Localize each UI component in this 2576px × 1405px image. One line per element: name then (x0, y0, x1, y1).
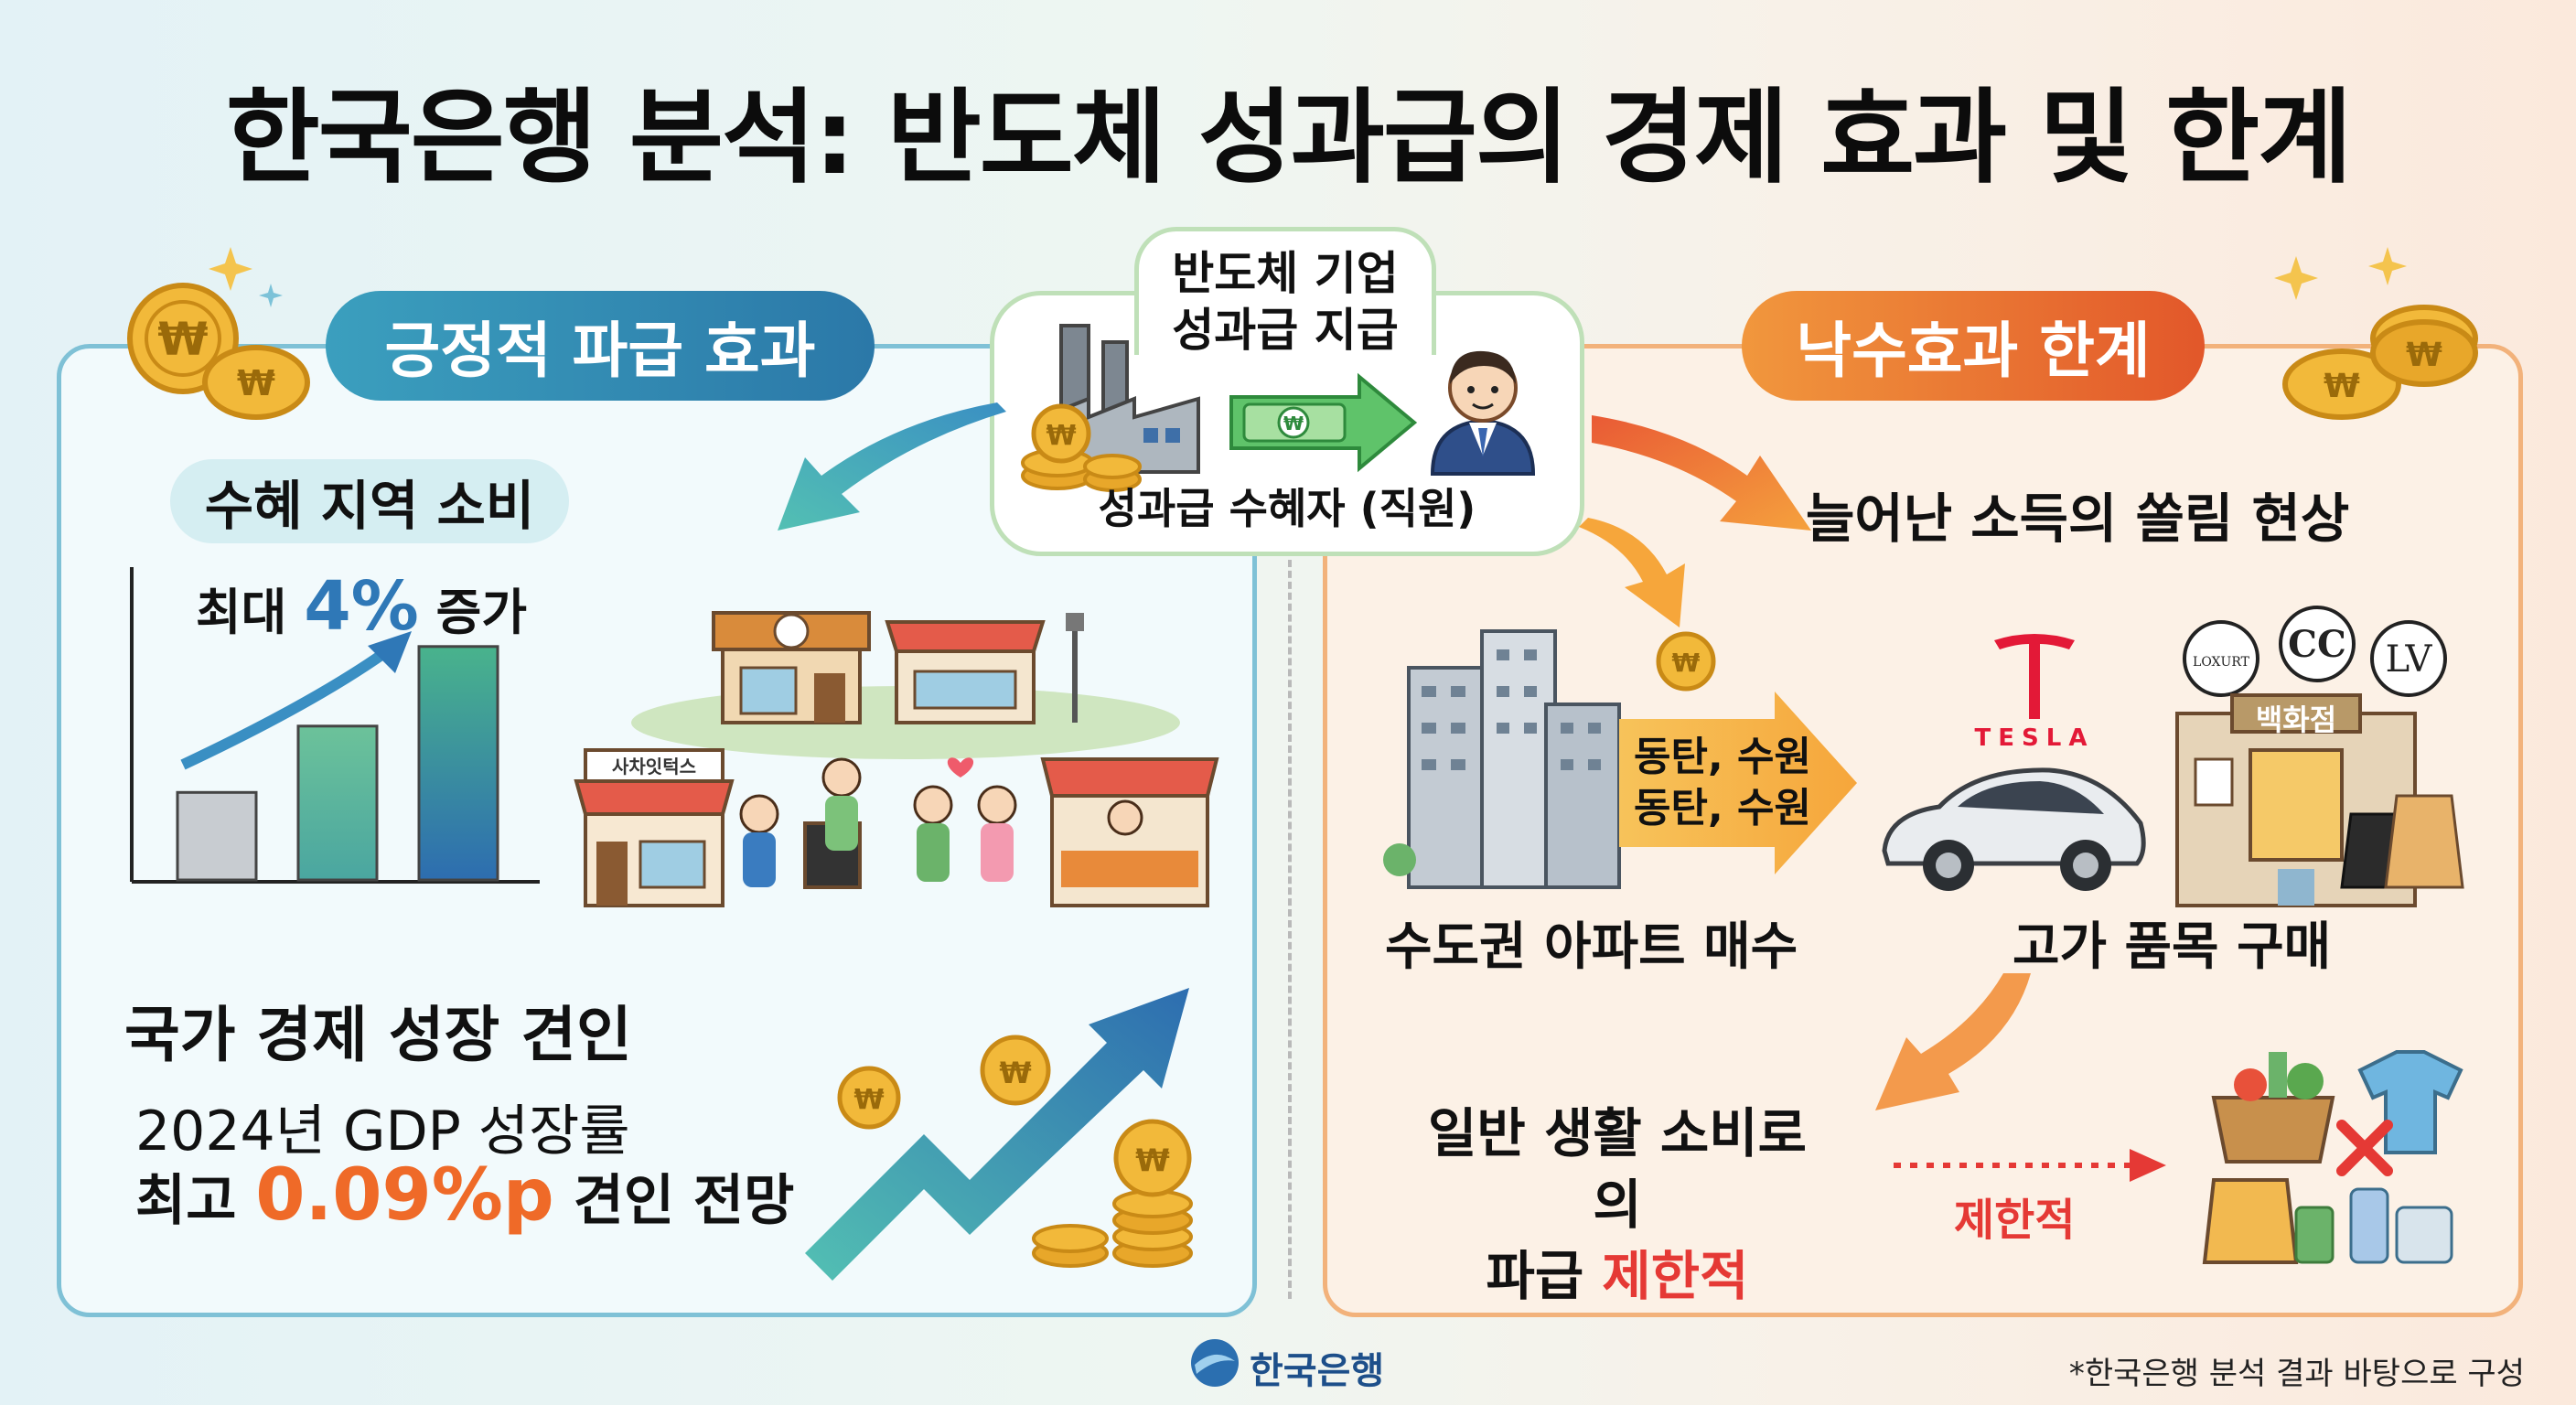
bonus-payment-label: 반도체 기업 성과급 지급 (1134, 245, 1436, 359)
gdp-growth-line1: 2024년 GDP 성장률 (135, 1099, 630, 1164)
dotted-arrow-icon (1894, 1149, 2166, 1182)
sparkle-icon (2274, 247, 2407, 300)
sparkle-icon (209, 247, 283, 307)
employee-icon (1430, 350, 1536, 476)
income-concentration-label: 늘어난 소득의 쏠림 현상 (1806, 488, 2350, 550)
center-divider (1288, 549, 1292, 1299)
region-arrow-text: 동탄, 수원 동탄, 수원 (1634, 734, 1811, 831)
car-icon (1882, 767, 2146, 891)
limited-tag: 제한적 (1954, 1195, 2076, 1246)
source-note: *한국은행 분석 결과 바탕으로 구성 (2068, 1356, 2525, 1392)
svg-text:CC: CC (2288, 623, 2346, 666)
trickle-down-header: 낙수효과 한계 (1742, 291, 2205, 401)
luxury-purchase-label: 고가 품목 구매 (2012, 917, 2332, 977)
gdp-growth-value: 0.09%p (255, 1154, 554, 1237)
gdp-growth-line2: 최고 0.09%p 견인 전망 (135, 1154, 795, 1237)
arrow-to-right-icon (1592, 415, 1811, 531)
svg-text:₩: ₩ (1672, 648, 1701, 678)
limited-spillover-text: 일반 생활 소비로의 파급 제한적 (1428, 1102, 1807, 1307)
coins-right-icon: ₩ ₩ (2282, 305, 2478, 420)
arrow-to-left-icon (778, 402, 1006, 531)
positive-effects-header: 긍정적 파급 효과 (326, 291, 875, 401)
coins-left-icon: ₩ ₩ (127, 283, 310, 420)
svg-text:₩: ₩ (853, 1084, 884, 1116)
apartment-purchase-label: 수도권 아파트 매수 (1385, 917, 1798, 977)
consumption-increase-text: 최대 4% 증가 (196, 567, 528, 646)
store-sign: 사차잇턱스 (612, 756, 696, 778)
daily-goods-icon (2202, 1050, 2463, 1264)
coin-icon: ₩ (1656, 631, 1716, 692)
coin-stack-icon: ₩ (1021, 403, 1142, 492)
svg-text:₩: ₩ (1283, 413, 1304, 434)
tesla-logo-icon (1994, 634, 2075, 719)
gdp-heading: 국가 경제 성장 견인 (124, 1000, 632, 1070)
consumption-bar-chart (130, 567, 540, 884)
bonus-label-line1: 반도체 기업 (1172, 247, 1399, 300)
apartment-buildings-icon (1383, 629, 1621, 889)
regional-consumption-label: 수혜 지역 소비 (170, 459, 569, 543)
department-store-icon (2175, 693, 2464, 907)
trend-arrow-head (368, 631, 412, 673)
arrow-down-icon (1579, 518, 1685, 627)
svg-text:₩: ₩ (1135, 1142, 1170, 1179)
lv-logo-text: LV (2386, 638, 2433, 681)
svg-text:₩: ₩ (2324, 368, 2360, 405)
svg-text:₩: ₩ (999, 1056, 1031, 1090)
page-title: 한국은행 분석: 반도체 성과급의 경제 효과 및 한계 (225, 79, 2353, 198)
luxury-brand-logos-icon: LOXURT CC LV (2183, 606, 2447, 697)
svg-text:₩: ₩ (1046, 420, 1076, 452)
svg-text:₩: ₩ (2406, 337, 2442, 374)
limited-value: 제한적 (1602, 1245, 1749, 1307)
curved-arrow-down-icon (1875, 973, 2031, 1110)
trend-arrow (180, 649, 388, 770)
growth-chart-coins-icon: ₩ ₩ ₩ (805, 988, 1193, 1281)
consumption-bar-3 (417, 645, 499, 882)
bank-of-korea-logo-icon (1191, 1339, 1239, 1387)
department-store-sign: 백화점 (2255, 702, 2337, 737)
consumption-increase-value: 4% (304, 567, 419, 646)
svg-text:₩: ₩ (157, 313, 208, 366)
svg-text:₩: ₩ (237, 363, 275, 403)
bonus-label-line2: 성과급 지급 (1172, 304, 1399, 357)
tesla-wordmark: TESLA (1974, 724, 2095, 752)
bank-of-korea-logo-text: 한국은행 (1250, 1350, 1385, 1392)
loxury-logo-text: LOXURT (2193, 655, 2250, 670)
consumption-bar-2 (296, 724, 379, 882)
money-bill-icon: ₩ (1229, 372, 1418, 473)
local-shops-icon: 사차잇턱스 (574, 611, 1219, 907)
region-arrow-icon (1619, 692, 1857, 874)
bonus-recipient-label: 성과급 수혜자 (직원) (1098, 484, 1476, 533)
consumption-bar-1 (176, 790, 258, 882)
